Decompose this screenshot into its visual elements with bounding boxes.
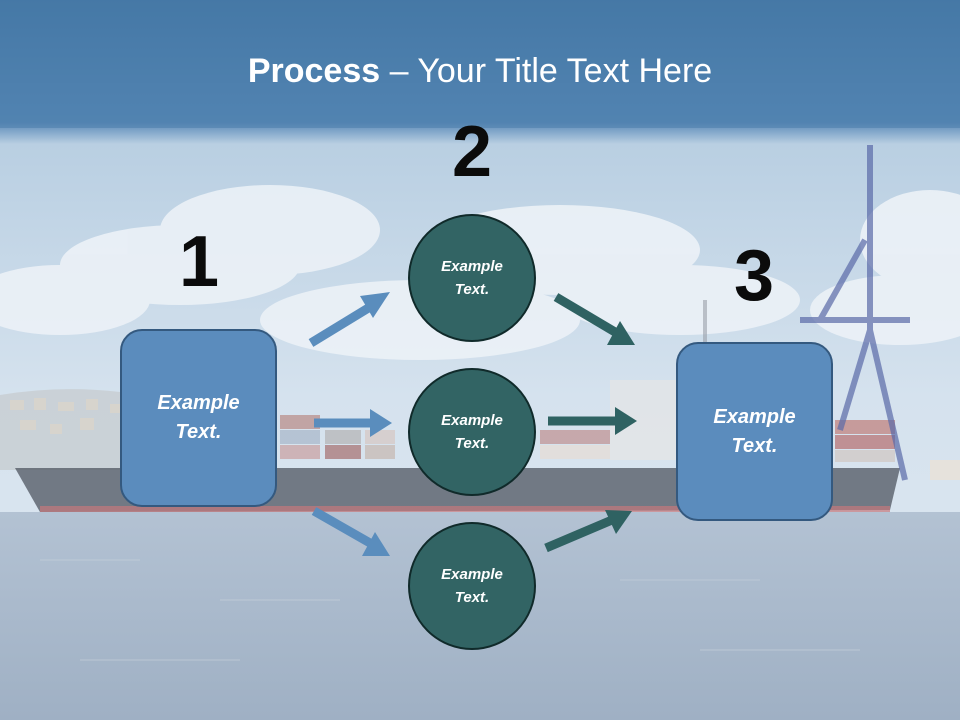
slide-title: Process – Your Title Text Here	[0, 52, 960, 91]
step-number-3: 3	[733, 236, 775, 316]
arrow-circle3-to-step3	[544, 510, 632, 553]
circle-top-line2: Text.	[454, 281, 490, 298]
arrow-circle1-to-step3	[553, 293, 635, 345]
circle-top-line1: Example	[441, 258, 503, 275]
arrow-circle2-to-step3	[548, 407, 637, 435]
step-1-box-line2: Text.	[175, 421, 222, 443]
step-number-1: 1	[178, 222, 220, 302]
step-2-circle-top: Example Text.	[408, 214, 536, 342]
step-3-box: Example Text.	[676, 342, 833, 521]
step-number-2: 2	[451, 112, 493, 192]
title-rest: – Your Title Text Here	[380, 52, 713, 90]
step-1-box: Example Text.	[120, 329, 277, 507]
arrow-step1-to-circle3	[311, 507, 390, 556]
arrow-step1-to-circle2	[314, 409, 392, 437]
title-strong: Process	[247, 52, 381, 90]
circle-middle-line2: Text.	[454, 435, 490, 452]
circle-middle-line1: Example	[441, 412, 503, 429]
circle-bottom-line1: Example	[441, 566, 503, 583]
step-2-circle-middle: Example Text.	[408, 368, 536, 496]
step-3-box-line2: Text.	[731, 434, 778, 457]
step-1-box-line1: Example	[157, 392, 240, 414]
step-3-box-line1: Example	[713, 405, 796, 428]
circle-bottom-line2: Text.	[454, 589, 490, 606]
step-2-circle-bottom: Example Text.	[408, 522, 536, 650]
arrow-step1-to-circle1	[308, 292, 390, 347]
